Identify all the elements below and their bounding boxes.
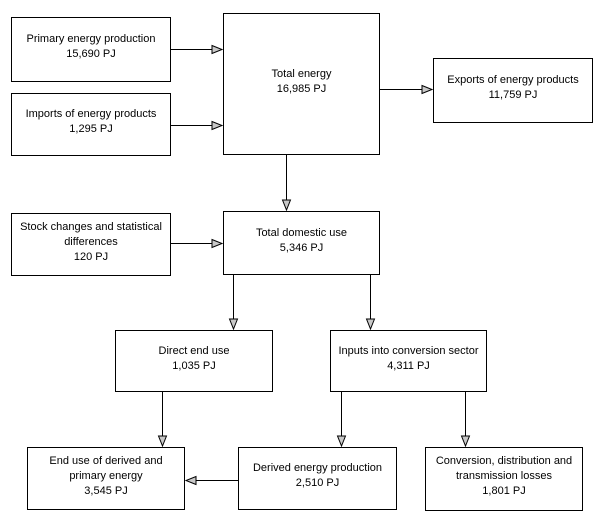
node-value: 4,311 PJ xyxy=(387,359,430,372)
node-value: 1,295 PJ xyxy=(69,123,113,135)
node-label: Exports of energy products xyxy=(447,74,579,86)
node-inputs-into-conversion-sector: Inputs into conversion sector 4,311 PJ xyxy=(330,330,487,392)
node-value: 15,690 PJ xyxy=(66,48,116,60)
node-label: Derived energy production xyxy=(252,462,383,474)
node-label: Stock changes and statistical difference… xyxy=(20,220,162,248)
node-stock-changes-and-statistical-differences: Stock changes and statistical difference… xyxy=(11,213,171,276)
node-label: Total energy xyxy=(271,67,332,80)
node-end-use-of-derived-and-primary-energy: End use of derived and primary energy 3,… xyxy=(27,447,185,510)
node-label: Imports of energy products xyxy=(25,108,157,120)
node-derived-energy-production: Derived energy production 2,510 PJ xyxy=(238,447,397,510)
node-total-energy: Total energy 16,985 PJ xyxy=(223,13,380,155)
node-imports-of-energy-products: Imports of energy products 1,295 PJ xyxy=(11,93,171,156)
node-value: 2,510 PJ xyxy=(295,477,340,489)
node-value: 1,801 PJ xyxy=(482,485,526,497)
node-label: Primary energy production xyxy=(26,33,156,45)
node-label: Inputs into conversion sector xyxy=(338,344,479,357)
node-label: Total domestic use xyxy=(255,226,348,239)
node-value: 1,035 PJ xyxy=(172,359,216,372)
node-exports-of-energy-products: Exports of energy products 11,759 PJ xyxy=(433,58,593,123)
node-value: 3,545 PJ xyxy=(84,484,128,497)
node-conversion-distribution-transmission-losses: Conversion, distribution and transmissio… xyxy=(425,447,583,511)
node-value: 11,759 PJ xyxy=(488,89,538,101)
node-value: 120 PJ xyxy=(73,250,109,263)
node-total-domestic-use: Total domestic use 5,346 PJ xyxy=(223,211,380,275)
node-label: End use of derived and primary energy xyxy=(49,454,163,482)
node-primary-energy-production: Primary energy production 15,690 PJ xyxy=(11,17,171,82)
node-value: 5,346 PJ xyxy=(279,241,324,254)
node-direct-end-use: Direct end use 1,035 PJ xyxy=(115,330,273,392)
node-label: Conversion, distribution and transmissio… xyxy=(435,455,573,482)
node-label: Direct end use xyxy=(158,344,230,357)
node-value: 16,985 PJ xyxy=(276,82,327,95)
